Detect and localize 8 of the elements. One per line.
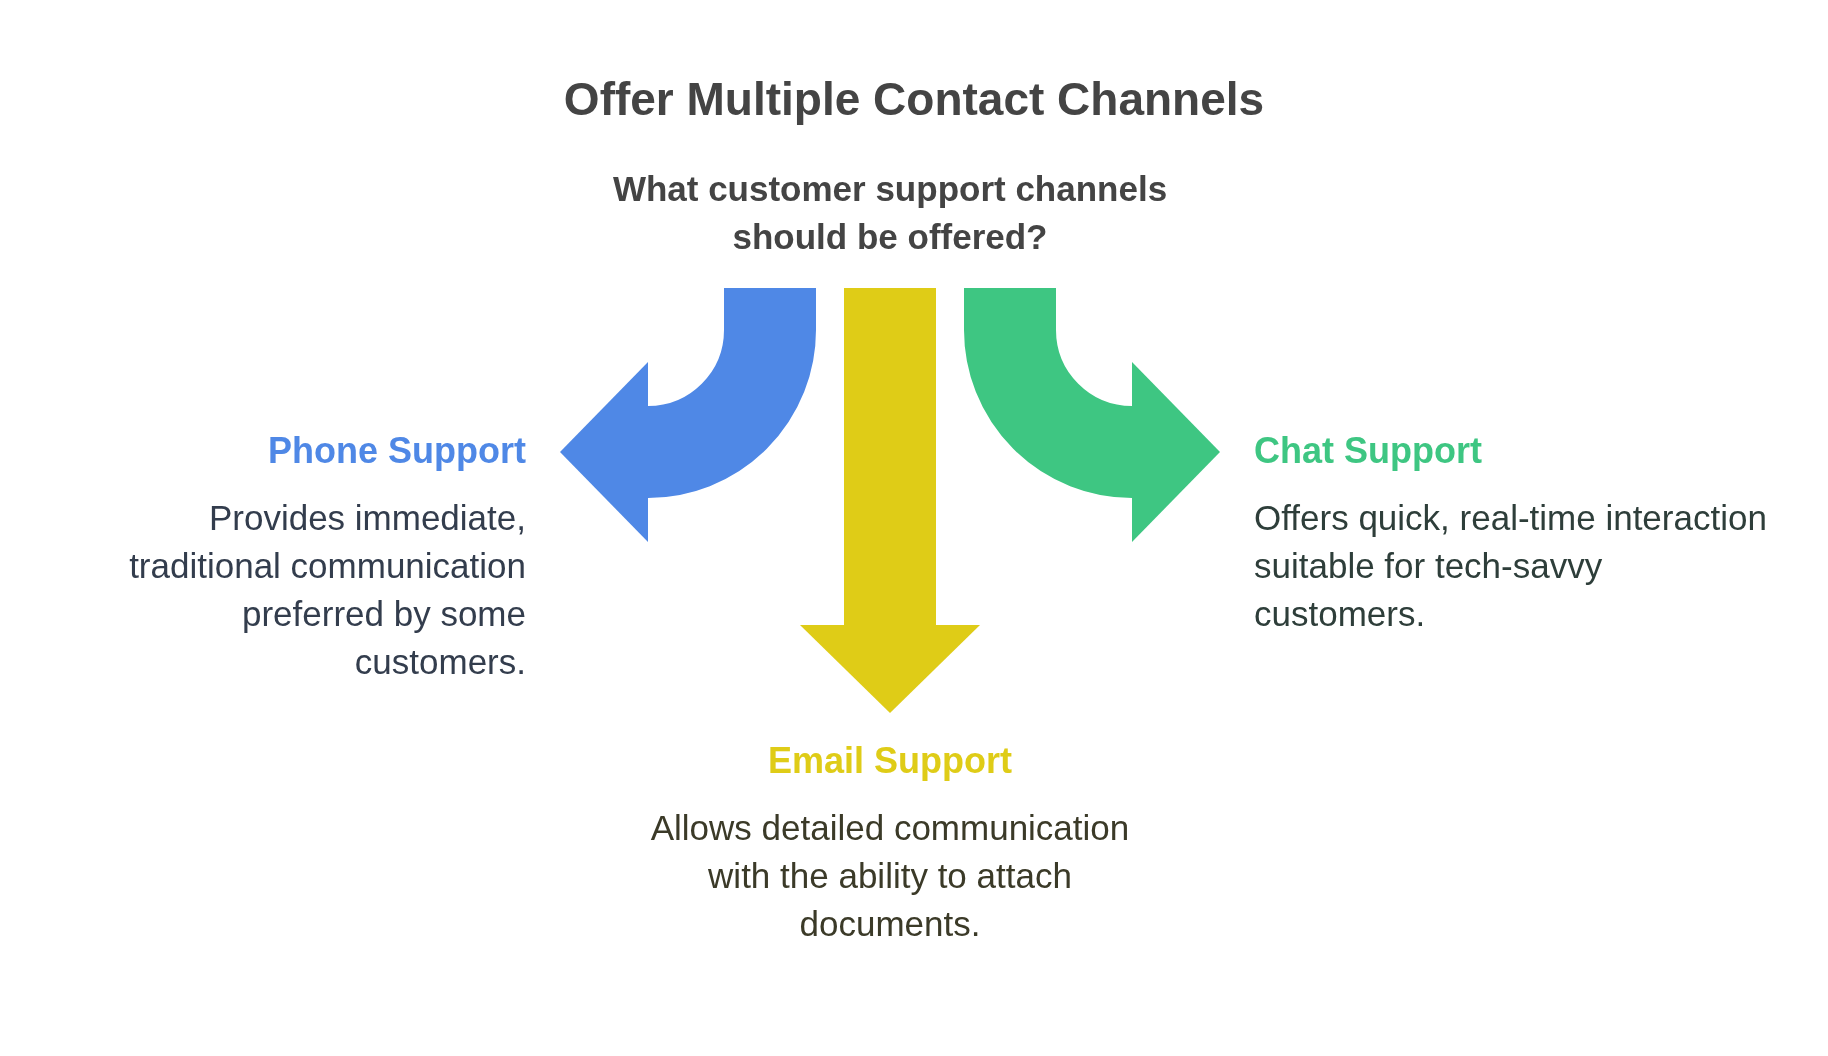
question-text: What customer support channels should be offered? bbox=[611, 168, 1169, 258]
channel-description: Provides immediate, traditional communication preferred by some customers. bbox=[128, 497, 526, 683]
channel-heading: Phone Support bbox=[267, 430, 526, 472]
channel-description: Allows detailed communication with the ability to attach documents. bbox=[649, 807, 1131, 945]
channel-heading: Chat Support bbox=[1254, 430, 1483, 472]
title: Offer Multiple Contact Channels bbox=[562, 72, 1266, 126]
channel-heading: Email Support bbox=[767, 740, 1013, 782]
channel-description: Offers quick, real-time interaction suitable for tech-savvy customers. bbox=[1254, 497, 1768, 635]
